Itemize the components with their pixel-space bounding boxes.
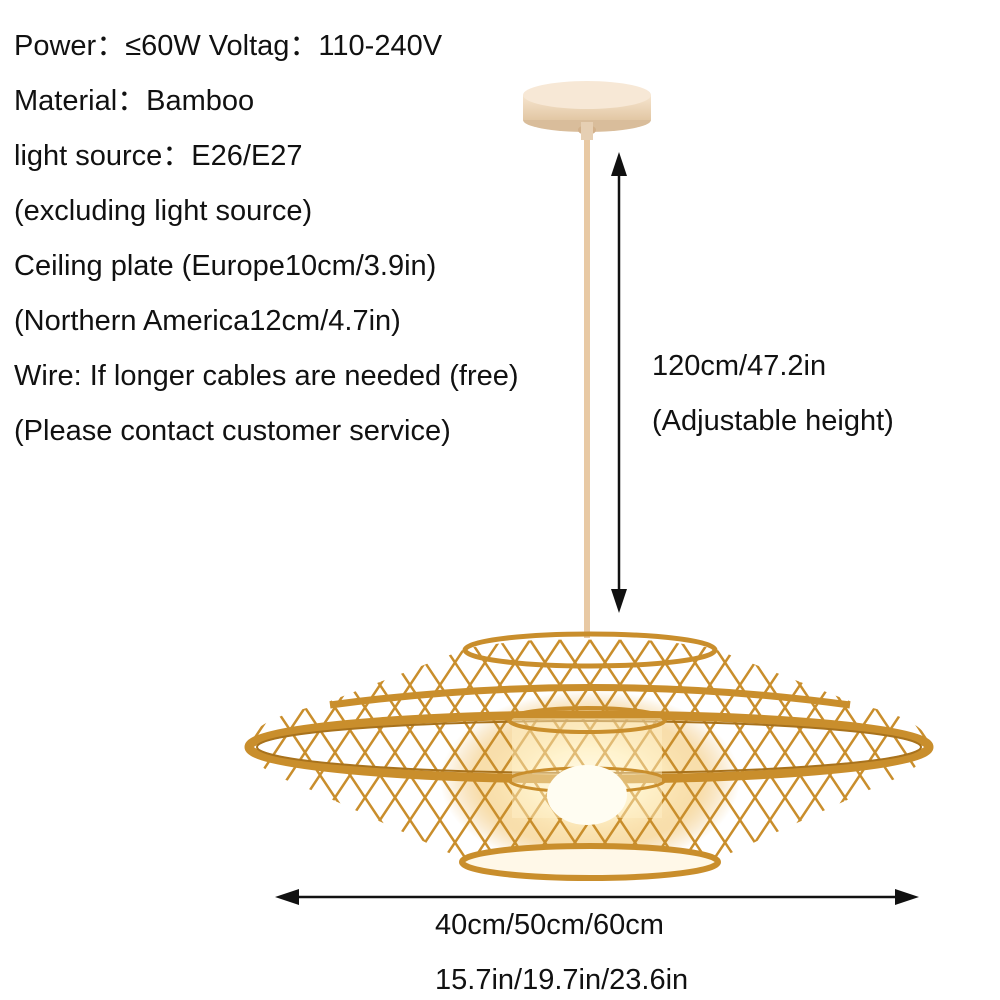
bamboo-strip: [498, 639, 662, 872]
bamboo-strip: [378, 639, 542, 872]
bamboo-strip: [548, 639, 712, 872]
spec-contact-note: (Please contact customer service): [14, 415, 451, 447]
bamboo-strip: [728, 639, 892, 872]
bamboo-strip: [70, 640, 230, 880]
bamboo-strip: [558, 639, 722, 872]
bamboo-strip: [398, 639, 562, 872]
bamboo-strip: [618, 639, 782, 872]
ceiling-plate: [523, 81, 651, 140]
spec-material: Material：Bamboo: [14, 85, 255, 117]
bamboo-strip: [518, 639, 682, 872]
spec-power: Power：≤60W Voltag：110-240V: [14, 30, 443, 62]
spec-excluding-note: (excluding light source): [14, 195, 313, 227]
bamboo-strip: [608, 639, 772, 872]
bamboo-strip: [528, 639, 692, 872]
bamboo-strip: [950, 640, 1000, 880]
bamboo-strip: [408, 639, 572, 872]
bamboo-strip: [288, 639, 452, 872]
bamboo-strip: [438, 639, 602, 872]
spec-wire: Wire: If longer cables are needed (free): [14, 360, 519, 392]
bamboo-strip: [468, 639, 632, 872]
bamboo-strip: [578, 639, 742, 872]
height-dimension-arrow: [611, 152, 627, 613]
bamboo-strip: [918, 639, 930, 872]
bamboo-strip: [458, 639, 622, 872]
width-metric: 40cm/50cm/60cm: [435, 909, 664, 941]
bamboo-strip: [638, 639, 802, 872]
bamboo-shade: [70, 631, 1000, 881]
width-dimension-arrow: [275, 889, 919, 905]
spec-north-america: (Northern America12cm/4.7in): [14, 305, 401, 337]
spec-light-source: light source：E26/E27: [14, 140, 303, 172]
bamboo-strip: [248, 639, 262, 872]
width-imperial: 15.7in/19.7in/23.6in: [435, 964, 689, 996]
bamboo-strip: [248, 639, 392, 872]
height-value: 120cm/47.2in: [652, 350, 827, 382]
bamboo-strip: [488, 639, 652, 872]
bamboo-strip: [428, 639, 592, 872]
spec-ceiling-plate: Ceiling plate (Europe10cm/3.9in): [14, 250, 437, 282]
bamboo-strip: [588, 639, 752, 872]
height-note: (Adjustable height): [652, 405, 894, 437]
